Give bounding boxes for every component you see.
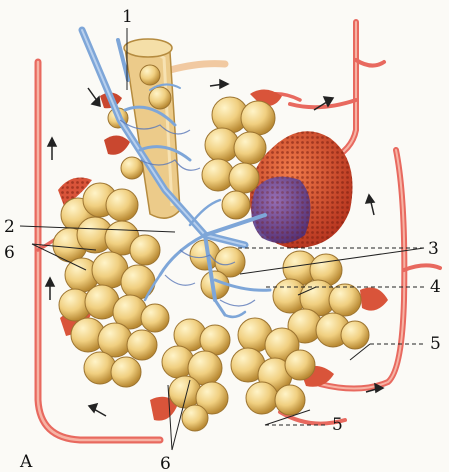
label-3: 3 <box>428 239 439 259</box>
panel-letter: A <box>19 452 33 472</box>
label-5-bottom: 5 <box>332 415 343 435</box>
label-4: 4 <box>430 277 441 297</box>
label-6-bottom: 6 <box>160 454 171 472</box>
label-6-left: 6 <box>4 243 15 263</box>
label-2: 2 <box>4 217 15 237</box>
label-5-right: 5 <box>430 334 441 354</box>
label-1: 1 <box>122 7 133 27</box>
